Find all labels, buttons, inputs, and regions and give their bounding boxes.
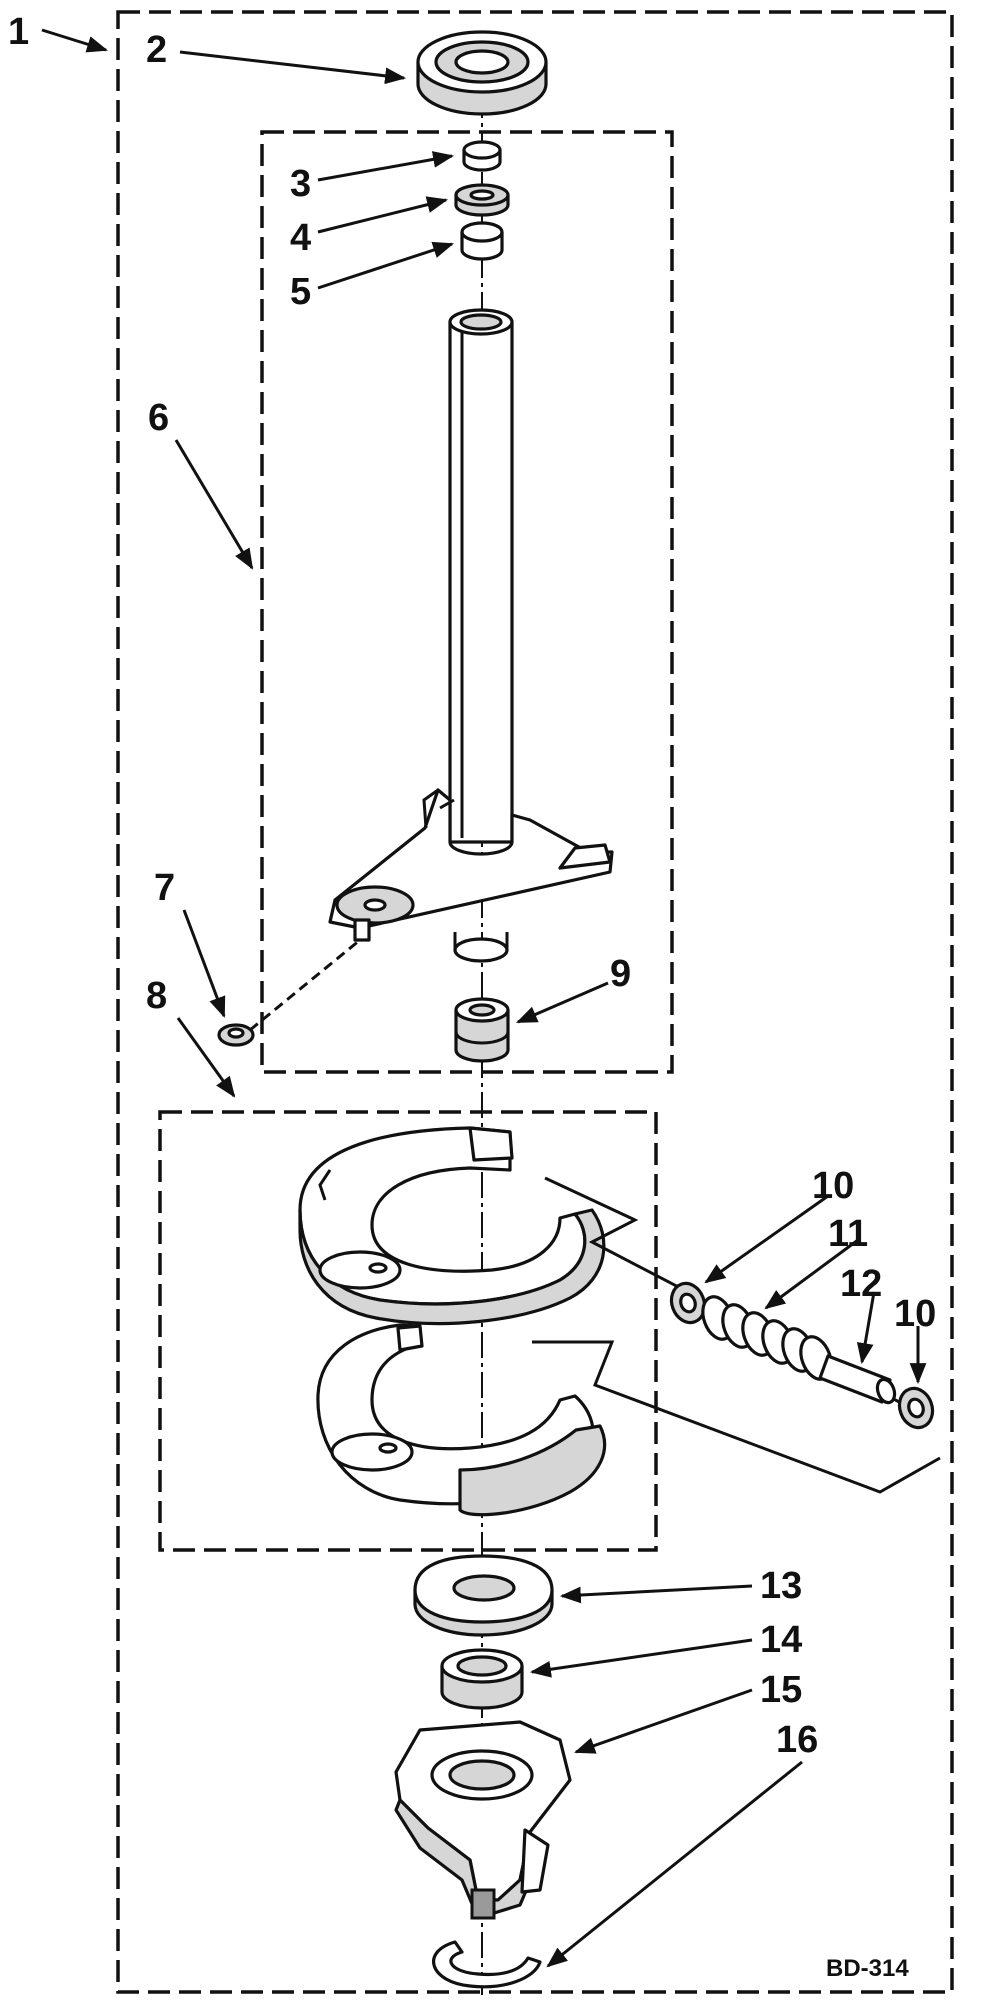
callout-14: 14 <box>760 1619 802 1661</box>
part-6-tube-assembly <box>328 308 614 963</box>
callout-13: 13 <box>760 1565 802 1607</box>
part-8-upper-brake-shoe <box>298 1126 606 1326</box>
part-9-bushing <box>454 997 510 1063</box>
callout-10a: 10 <box>812 1165 854 1207</box>
callout-4: 4 <box>290 217 311 259</box>
part-5-bushing <box>460 221 504 261</box>
drawing-code: BD-314 <box>826 1955 909 1982</box>
callout-6: 6 <box>148 397 169 439</box>
callout-12: 12 <box>840 1263 882 1305</box>
part-10-washer-lower <box>897 1386 935 1430</box>
callout-3: 3 <box>290 163 311 205</box>
subassembly-8-boundary <box>158 1110 658 1552</box>
part-8-lower-brake-shoe <box>316 1323 607 1517</box>
callout-11: 11 <box>828 1213 868 1255</box>
callout-15: 15 <box>760 1669 802 1711</box>
part-14-collar <box>440 1648 524 1710</box>
callout-1: 1 <box>8 11 29 53</box>
part-15-hub <box>394 1720 572 1920</box>
part-16-clip <box>432 1940 542 1989</box>
callout-16: 16 <box>776 1719 818 1761</box>
part-2-bearing <box>416 30 548 116</box>
part-3-cap <box>462 140 502 172</box>
part-12-pin <box>818 1354 897 1405</box>
part-4-washer <box>454 183 510 217</box>
callout-8: 8 <box>146 975 167 1017</box>
callout-5: 5 <box>290 271 311 313</box>
assembly-boundary <box>116 10 954 1994</box>
callout-10b: 10 <box>894 1293 936 1335</box>
leader-arrows <box>41 28 927 1968</box>
callout-9: 9 <box>610 953 631 995</box>
part-7-nut <box>217 938 361 1047</box>
callout-2: 2 <box>146 29 167 71</box>
callouts: 1 2 3 4 5 6 7 8 9 10 11 12 10 13 14 15 1… <box>8 11 936 1982</box>
subassembly-6-boundary <box>260 130 674 1074</box>
part-13-flange <box>413 1554 554 1637</box>
part-11-spring <box>701 1295 833 1381</box>
part-10-washer-upper <box>669 1281 707 1325</box>
callout-7: 7 <box>154 867 175 909</box>
